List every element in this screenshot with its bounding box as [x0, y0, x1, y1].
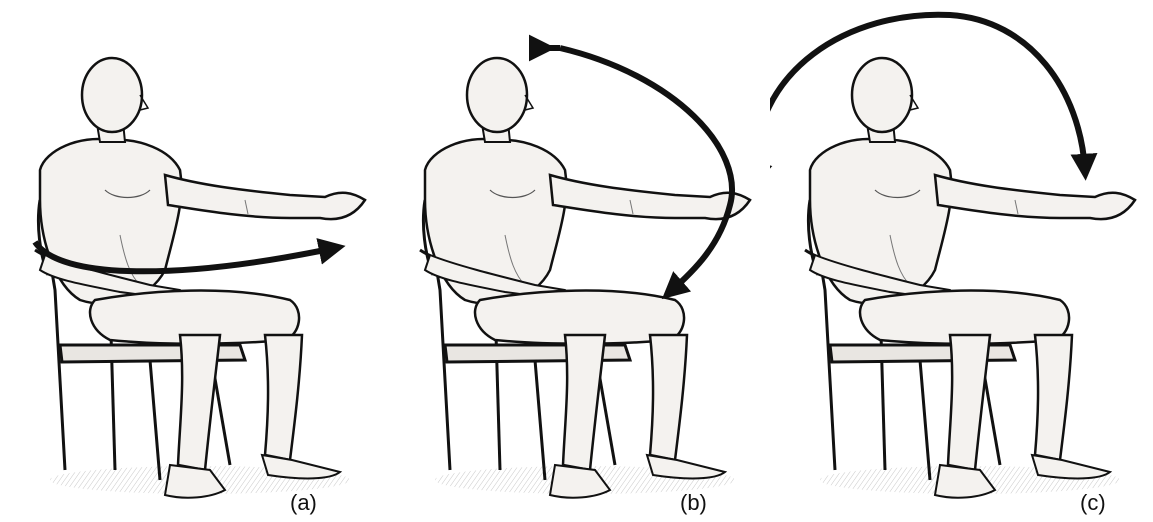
panel-a: (a)	[0, 0, 385, 522]
seated-figure-illustration	[770, 0, 1153, 522]
panel-b: (b)	[385, 0, 770, 522]
downward-arc-arrow-icon	[560, 48, 732, 292]
panel-caption: (a)	[290, 490, 317, 516]
panel-c: (c)	[770, 0, 1153, 522]
panel-caption: (b)	[680, 490, 707, 516]
seated-figure-illustration	[385, 0, 770, 522]
panel-caption: (c)	[1080, 490, 1106, 516]
seated-figure-illustration	[0, 0, 385, 522]
